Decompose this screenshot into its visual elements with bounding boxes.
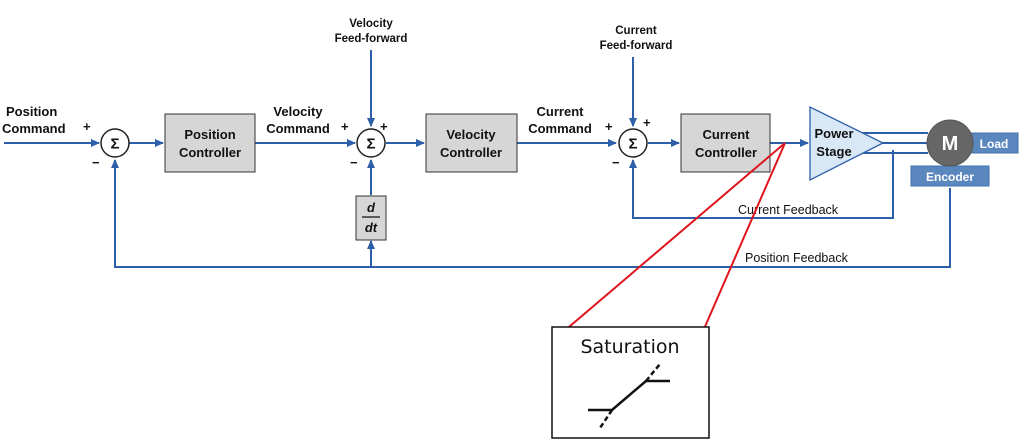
callout-line-right — [696, 142, 786, 346]
velocity-controller-label-1: Velocity — [446, 127, 496, 142]
motor-symbol: M — [942, 133, 959, 155]
current-command-label-1: Current — [537, 104, 585, 119]
velocity-summer-plus-left: + — [341, 119, 349, 134]
current-summer-minus: − — [612, 155, 620, 170]
velocity-controller-label-2: Controller — [440, 145, 502, 160]
position-feedback-label: Position Feedback — [745, 251, 849, 265]
current-controller-label-1: Current — [703, 127, 751, 142]
current-summer-symbol: Σ — [628, 136, 637, 153]
position-feedback-wire — [111, 159, 951, 268]
encoder-label: Encoder — [926, 170, 974, 184]
current-feedforward-label-2: Feed-forward — [600, 40, 673, 52]
derivative-denominator: dt — [365, 220, 378, 235]
callout-line-left — [555, 142, 786, 339]
motor-assembly: Load Encoder M — [910, 119, 1019, 187]
current-feedback-label: Current Feedback — [738, 203, 839, 217]
load-label: Load — [980, 137, 1009, 151]
position-controller-block: Position Controller — [164, 113, 256, 173]
velocity-summer-plus-top: + — [380, 119, 388, 134]
velocity-command-label-1: Velocity — [273, 104, 323, 119]
position-summer-minus: − — [92, 155, 100, 170]
power-stage-block: Power Stage — [809, 105, 885, 182]
current-feedback-wire — [629, 150, 894, 219]
position-summer-plus: + — [83, 119, 91, 134]
position-summer: Σ + − — [83, 119, 130, 170]
velocity-summer-minus: − — [350, 155, 358, 170]
velocity-feedforward-label-2: Feed-forward — [335, 33, 408, 45]
power-stage-label-1: Power — [814, 126, 853, 141]
velocity-controller-block: Velocity Controller — [425, 113, 518, 173]
signal-wires — [4, 50, 951, 268]
saturation-curve — [588, 363, 670, 429]
current-controller-label-2: Controller — [695, 145, 757, 160]
position-summer-symbol: Σ — [110, 136, 119, 153]
current-summer: Σ + + − — [605, 115, 651, 170]
saturation-inset: Saturation — [551, 326, 710, 439]
current-controller-block: Current Controller — [680, 113, 771, 173]
current-summer-plus-top: + — [643, 115, 651, 130]
saturation-title: Saturation — [580, 336, 679, 358]
current-summer-plus-left: + — [605, 119, 613, 134]
position-controller-label-1: Position — [184, 127, 235, 142]
velocity-summer-symbol: Σ — [366, 136, 375, 153]
derivative-block: d dt — [355, 195, 387, 241]
position-command-label-1: Position — [6, 104, 57, 119]
saturation-callout — [555, 142, 786, 346]
current-command-label-2: Command — [528, 121, 592, 136]
velocity-summer: Σ + + − — [341, 119, 388, 170]
velocity-command-label-2: Command — [266, 121, 330, 136]
power-stage-label-2: Stage — [816, 144, 851, 159]
position-controller-label-2: Controller — [179, 145, 241, 160]
velocity-feedforward-label-1: Velocity — [349, 18, 393, 30]
current-feedforward-label-1: Current — [615, 25, 657, 37]
motor-circle — [926, 119, 974, 167]
derivative-numerator: d — [367, 200, 376, 215]
position-command-label-2: Command — [2, 121, 66, 136]
